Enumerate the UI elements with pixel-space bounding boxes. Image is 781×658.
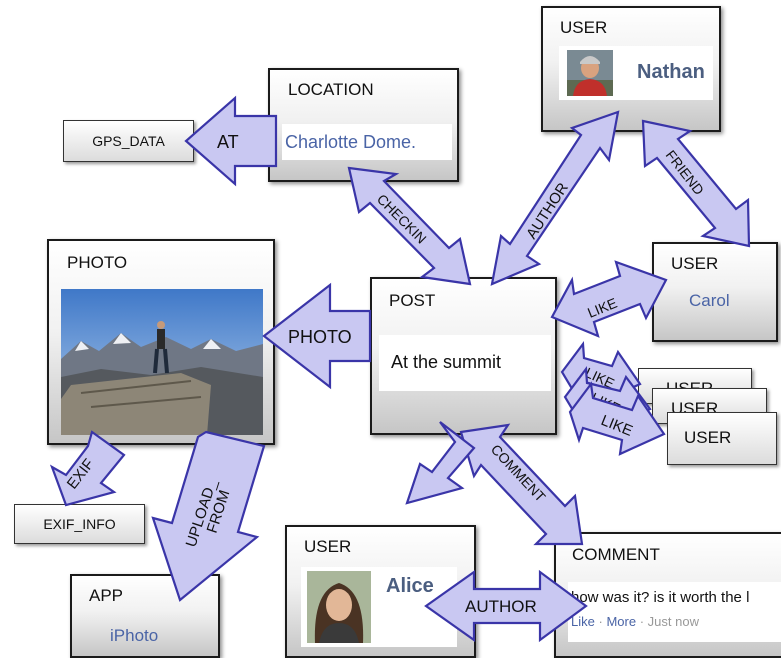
edge-author-top: AUTHOR (490, 110, 620, 286)
edge-like-stack: LIKE LIKE LIKE (560, 340, 666, 456)
user-node-carol: USER Carol (652, 242, 778, 342)
arrow-shape (151, 430, 266, 602)
comment-node: COMMENT how was it? is it worth the l Li… (554, 532, 781, 658)
user-node-alice: USER Alice (285, 525, 476, 658)
arrow-shape (641, 119, 751, 248)
arrow-shape (424, 569, 588, 643)
post-text-box: At the summit (379, 335, 551, 391)
node-type-label: APP (89, 586, 124, 605)
separator: · (639, 614, 645, 629)
user-card: Nathan (559, 46, 713, 100)
separator: · (598, 614, 603, 629)
arrow-shape (184, 95, 278, 187)
edge-at: AT (184, 95, 278, 187)
user-node-nathan: USER Nathan (541, 6, 721, 132)
node-type-label: POST (389, 291, 436, 310)
edge-exif: EXIF (49, 430, 126, 507)
edge-checkin: CHECKIN (347, 166, 472, 286)
node-type-label: EXIF_INFO (43, 516, 116, 532)
summit-photo (61, 289, 263, 435)
comment-text: how was it? is it worth the l (571, 589, 750, 606)
arrow-shape (262, 282, 372, 390)
edge-author-bottom: AUTHOR (424, 569, 588, 643)
gps-data-node: GPS_DATA (63, 120, 194, 162)
edge-friend: FRIEND (641, 119, 751, 248)
edge-label: PHOTO (288, 327, 352, 347)
arrow-shape (490, 110, 620, 286)
node-type-label: USER (684, 428, 732, 447)
post-text: At the summit (391, 352, 502, 372)
node-type-label: LOCATION (288, 80, 374, 99)
user-node-stack-3: USER (667, 412, 777, 465)
edge-unlabeled (405, 421, 476, 505)
like-link[interactable]: Like (571, 614, 595, 629)
arrow-shape (49, 430, 126, 507)
node-type-label: USER (304, 537, 352, 556)
more-link[interactable]: More (606, 614, 637, 629)
edge-like-carol: LIKE (550, 260, 668, 338)
arrow-shape (550, 260, 668, 338)
arrow-shape (347, 166, 472, 286)
node-type-label: PHOTO (67, 253, 128, 272)
user-name: Carol (689, 291, 730, 310)
edge-label: AUTHOR (465, 597, 537, 616)
avatar (567, 50, 613, 96)
app-name: iPhoto (110, 626, 159, 645)
arrow-shape (405, 421, 476, 505)
location-value-box: Charlotte Dome. (282, 124, 452, 160)
node-type-label: USER (560, 18, 608, 37)
edge-comment: COMMENT (459, 423, 584, 546)
photo-node: PHOTO (47, 239, 275, 445)
location-name: Charlotte Dome. (285, 132, 417, 152)
user-name: Alice (386, 575, 434, 597)
edge-photo: PHOTO (262, 282, 372, 390)
comment-box: how was it? is it worth the l Like · Mor… (568, 582, 781, 642)
node-type-label: USER (671, 254, 719, 273)
user-name: Nathan (637, 61, 705, 83)
comment-actions: Like · More · Just now (571, 614, 699, 629)
exif-info-node: EXIF_INFO (14, 504, 145, 544)
arrow-shape (568, 381, 666, 456)
user-card: Alice (301, 567, 457, 647)
timestamp: Just now (647, 614, 699, 629)
avatar (307, 571, 371, 643)
edge-upload-from: UPLOAD_ FROM (151, 430, 266, 602)
node-type-label: COMMENT (572, 545, 660, 564)
node-type-label: GPS_DATA (92, 133, 165, 149)
edge-label: AT (217, 132, 239, 152)
arrow-shape (459, 423, 584, 546)
